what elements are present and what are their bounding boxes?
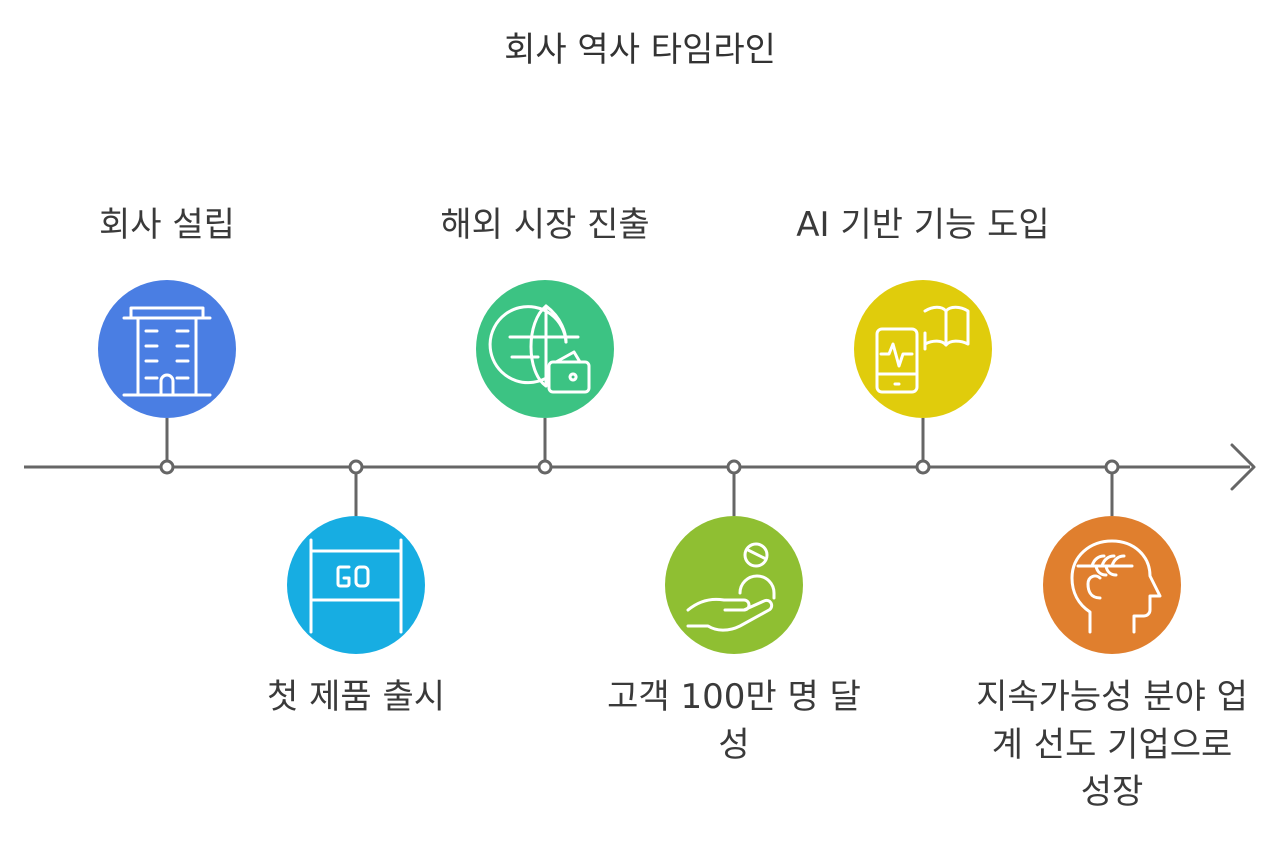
- globe-wallet-icon: [488, 304, 591, 394]
- event-circle: [1043, 516, 1181, 654]
- event-ai-features: [854, 280, 992, 475]
- event-circle: [665, 516, 803, 654]
- event-label: 첫 제품 출시: [266, 677, 445, 717]
- event-first-product: [287, 459, 425, 654]
- timeline-dot: [915, 459, 931, 475]
- event-label: 해외 시장 진출: [440, 205, 650, 245]
- event-million-customers: [665, 459, 803, 654]
- hand-person-icon: [686, 542, 776, 632]
- event-label: 회사 설립: [99, 205, 235, 245]
- phone-book-icon: [875, 305, 970, 394]
- head-laurel-icon: [1070, 539, 1162, 634]
- timeline-dot: [348, 459, 364, 475]
- go-sign-icon: [309, 538, 403, 634]
- event-sustainability-leader: [1043, 459, 1181, 654]
- event-company-founded: [98, 280, 236, 475]
- event-circle: [98, 280, 236, 418]
- event-global-expansion: [476, 280, 614, 475]
- event-label: AI 기반 기능 도입: [796, 205, 1050, 245]
- building-icon: [122, 306, 212, 397]
- event-label: 지속가능성 분야 업계 선도 기업으로 성장: [976, 677, 1248, 813]
- timeline-arrowhead: [1230, 443, 1256, 491]
- event-circle: [854, 280, 992, 418]
- event-label: 고객 100만 명 달성: [607, 677, 861, 765]
- timeline-dot: [537, 459, 553, 475]
- timeline-dot: [1104, 459, 1120, 475]
- timeline-dot: [159, 459, 175, 475]
- timeline-dot: [726, 459, 742, 475]
- diagram-title: 회사 역사 타임라인: [504, 30, 776, 70]
